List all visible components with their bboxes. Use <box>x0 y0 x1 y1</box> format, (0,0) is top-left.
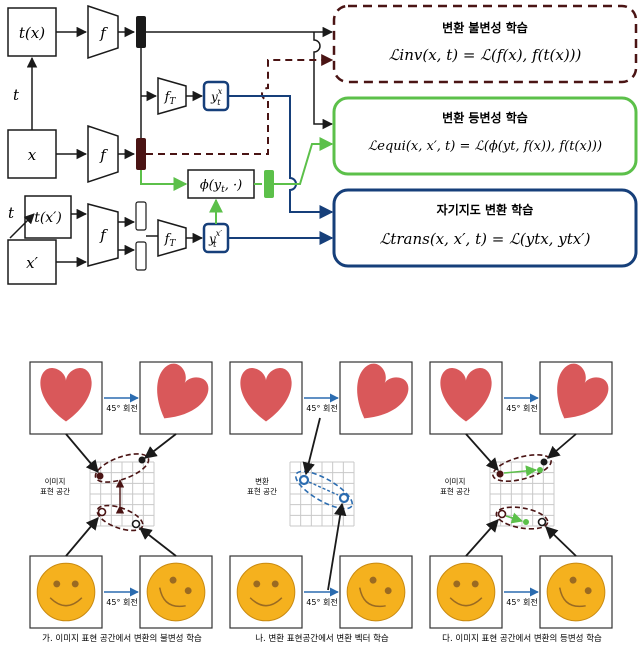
rotation-label: 45° 회전 <box>506 403 537 413</box>
equi-vector <box>505 512 524 524</box>
smiley-rotated-image <box>546 562 606 622</box>
tx-box <box>7 7 57 57</box>
tx-label: t(x) <box>19 24 45 42</box>
smiley-image <box>436 562 496 622</box>
heart-rotated-image <box>357 363 409 419</box>
feature-ftx <box>136 16 146 48</box>
equi-vector <box>503 465 538 477</box>
space-label: 변환 <box>255 476 269 486</box>
feature-point <box>537 517 547 527</box>
transform-point <box>338 492 350 504</box>
invariance-dashed-path <box>146 54 334 155</box>
bottom-panels: 45° 회전 45° 회전가. 이미지 표현 공간에서 변환의 불변성 학습 45°… <box>29 361 613 644</box>
x-box <box>7 129 57 179</box>
rotation-label: 45° 회전 <box>106 597 137 607</box>
t-label: t <box>13 86 20 104</box>
transform-link <box>308 481 339 496</box>
selfsup-title: 자기지도 변환 학습 <box>437 202 534 217</box>
svg-text:ϕ(yt, ·): ϕ(yt, ·) <box>200 178 242 195</box>
map-arrow <box>144 433 177 459</box>
map-arrow <box>465 433 499 471</box>
feature-point <box>97 507 107 517</box>
map-arrow <box>302 417 321 476</box>
encoder-f-3 <box>87 203 119 267</box>
smiley-rotated-image <box>346 562 406 622</box>
equivariance-path <box>274 137 334 185</box>
equivariance-loss-box <box>332 96 638 176</box>
equivariance-title: 변환 등변성 학습 <box>442 110 528 125</box>
encoder-f-1 <box>87 4 119 60</box>
panel-caption: 가. 이미지 표현 공간에서 변환의 불변성 학습 <box>42 633 202 644</box>
map-arrow <box>545 526 577 557</box>
space-label: 표현 공간 <box>440 486 470 496</box>
svg-text:yxt: yxt <box>210 87 223 107</box>
pipeline-diagram: t(x) x t t(x′) x′ t f f f <box>7 4 638 285</box>
rotation-label: 45° 회전 <box>506 597 537 607</box>
map-arrow <box>65 433 99 473</box>
svg-text:fT: fT <box>164 90 177 107</box>
encoder-fT-2 <box>157 219 187 257</box>
space-label: 이미지 <box>445 476 466 486</box>
feature-fx <box>136 138 146 170</box>
equivariance-ellipse-bottom <box>495 506 549 530</box>
invariance-loss-box <box>332 4 638 84</box>
t-arrow-2 <box>9 213 35 239</box>
map-arrow <box>65 517 99 557</box>
equivariance-formula: ℒequi(x, x′, t) = ℒ(ϕ(yt, f(x)), f(t(x))… <box>368 139 602 154</box>
panel-caption: 다. 이미지 표현 공간에서 변환의 등변성 학습 <box>442 633 602 644</box>
equi-point <box>523 519 529 525</box>
svg-text:f: f <box>99 226 108 244</box>
x-label: x <box>28 146 37 164</box>
xp-label: x′ <box>26 254 38 272</box>
panel-caption: 나. 변환 표현공간에서 변환 벡터 학습 <box>255 633 389 644</box>
feature-point <box>138 456 146 464</box>
feature-point <box>497 509 507 519</box>
heart-rotated-image <box>557 363 609 419</box>
selfsup-formula: ℒtrans(x, x′, t) = ℒ(ytx, ytx′) <box>380 230 591 248</box>
svg-text:f: f <box>99 146 108 164</box>
feature-ftxp <box>135 201 147 231</box>
feature-point <box>131 519 141 529</box>
space-label: 이미지 <box>45 476 66 486</box>
t-label-2: t <box>8 204 15 222</box>
map-arrow <box>327 502 347 591</box>
rotation-label: 45° 회전 <box>306 597 337 607</box>
heart-image <box>40 368 92 422</box>
map-arrow <box>139 527 177 557</box>
encoder-f-2 <box>87 124 119 184</box>
feature-fxp <box>135 241 147 271</box>
invariance-title: 변환 불변성 학습 <box>442 20 528 35</box>
txp-label: t(x′) <box>34 210 62 226</box>
transform-ellipse <box>294 470 354 510</box>
selfsup-loss-box <box>332 188 638 268</box>
transform-point <box>298 474 310 486</box>
heart-image <box>240 368 292 422</box>
representation-grid <box>89 461 155 527</box>
svg-text:yx′t: yx′t <box>208 229 222 249</box>
feature-phi <box>264 170 274 198</box>
invariance-formula: ℒinv(x, t) = ℒ(f(x), f(t(x))) <box>389 46 582 64</box>
phi-box <box>187 169 255 199</box>
feature-point <box>96 472 104 480</box>
smiley-image <box>236 562 296 622</box>
heart-rotated-image <box>157 363 209 419</box>
space-label: 표현 공간 <box>40 486 70 496</box>
smiley-image <box>36 562 96 622</box>
smiley-rotated-image <box>146 562 206 622</box>
feature-point <box>496 470 504 478</box>
heart-image <box>440 368 492 422</box>
rotation-label: 45° 회전 <box>306 403 337 413</box>
rotation-label: 45° 회전 <box>106 403 137 413</box>
map-arrow <box>465 519 499 557</box>
equi-point <box>537 467 543 473</box>
feature-point <box>540 458 548 466</box>
encoder-fT-1 <box>157 77 187 115</box>
equivariance-ellipse-top <box>492 454 552 482</box>
svg-text:f: f <box>99 24 108 42</box>
svg-text:fT: fT <box>164 232 177 249</box>
space-label: 표현 공간 <box>247 486 277 496</box>
map-arrow <box>547 433 577 459</box>
